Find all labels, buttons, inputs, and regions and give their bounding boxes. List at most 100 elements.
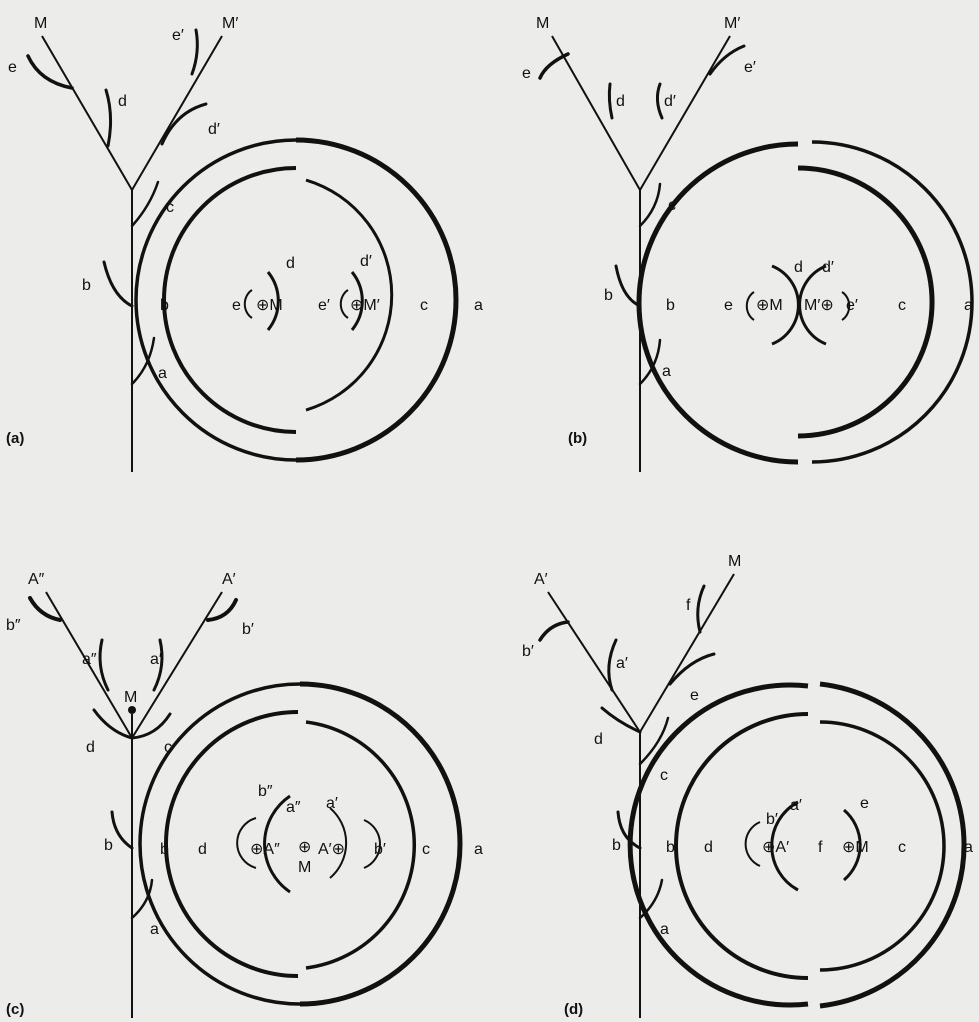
leaf-label: a′ bbox=[616, 655, 628, 672]
ring-label: e bbox=[724, 297, 733, 314]
leaf-b bbox=[112, 812, 132, 848]
leaf-e-prime-ring bbox=[341, 290, 348, 318]
ring-label: c bbox=[422, 841, 430, 858]
leaf-d bbox=[94, 710, 132, 738]
ring-label: c bbox=[898, 297, 906, 314]
ring-label: b′ bbox=[766, 811, 778, 828]
ring-label: d bbox=[704, 839, 713, 856]
axis-mark: ⊕M′ bbox=[350, 297, 380, 314]
leaf-label: d bbox=[616, 93, 625, 110]
ring-label: e bbox=[860, 795, 869, 812]
axis-mark: ⊕A′ bbox=[762, 839, 789, 856]
leaf-label: b bbox=[104, 837, 113, 854]
ring-label: d bbox=[794, 259, 803, 276]
apex-right-label: M′ bbox=[222, 15, 238, 32]
branch-left bbox=[42, 36, 132, 190]
leaf-label: a bbox=[662, 363, 671, 380]
node-label: M bbox=[124, 689, 137, 706]
leaf-label: d bbox=[118, 93, 127, 110]
ring-label: a bbox=[474, 841, 483, 858]
leaf-label: b′ bbox=[522, 643, 534, 660]
branching-tree: M A″ A′ b″ a″ a′ b′ d c b a bbox=[6, 571, 254, 1018]
sheath-a bbox=[812, 142, 972, 462]
sheath-c bbox=[306, 180, 392, 410]
leaf-b-prime-ring bbox=[746, 822, 760, 866]
leaf-e-prime bbox=[192, 30, 197, 74]
leaf-label: f bbox=[686, 597, 691, 614]
leaf-label: b bbox=[604, 287, 613, 304]
panel-a: (a) M M′ e d e′ d′ c b a bbox=[6, 15, 483, 472]
apex-right-label: M′ bbox=[724, 15, 740, 32]
leaf-label: e bbox=[522, 65, 531, 82]
leaf-c bbox=[640, 184, 660, 226]
axis-mark: M′⊕ bbox=[804, 297, 834, 314]
ring-label: d′ bbox=[822, 259, 834, 276]
panel-label: (d) bbox=[564, 1001, 583, 1018]
panel-label: (b) bbox=[568, 430, 587, 447]
panel-c: (c) M A″ A′ b″ a″ a′ b′ d c b a bbox=[6, 571, 483, 1018]
branching-tree: A′ M b′ a′ f e d c b a bbox=[522, 553, 741, 1018]
center-label: M bbox=[298, 859, 311, 876]
ring-label: b bbox=[160, 297, 169, 314]
leaf-label: a″ bbox=[82, 651, 97, 668]
axis-mark: ⊕M bbox=[256, 297, 283, 314]
apex-right-label: A′ bbox=[222, 571, 236, 588]
leaf-label: d′ bbox=[208, 121, 220, 138]
leaf-label: e bbox=[690, 687, 699, 704]
floral-diagram: b″ a″ a′ ⊕A″ ⊕ A′⊕ M b′ b d c a bbox=[140, 684, 483, 1004]
leaf-label: b bbox=[82, 277, 91, 294]
leaf-label: e′ bbox=[172, 27, 184, 44]
panel-label: (c) bbox=[6, 1001, 24, 1018]
leaf-c bbox=[132, 714, 170, 738]
leaf-label: b″ bbox=[6, 617, 21, 634]
panel-b: (b) M M′ e d d′ e′ c b a bbox=[522, 15, 973, 472]
leaf-label: a′ bbox=[150, 651, 162, 668]
leaf-e bbox=[28, 56, 72, 88]
sheath-c bbox=[820, 722, 944, 970]
leaf-d bbox=[609, 84, 612, 118]
ring-label: f bbox=[818, 839, 823, 856]
axis-mark: A′⊕ bbox=[318, 841, 345, 858]
floral-diagram: d d′ e ⊕M e′ ⊕M′ b c a bbox=[136, 140, 483, 460]
ring-label: d bbox=[286, 255, 295, 272]
floral-diagram: d d′ e ⊕M M′⊕ e′ b c a bbox=[639, 142, 973, 462]
ring-label: a bbox=[964, 297, 973, 314]
ring-label: a″ bbox=[286, 799, 301, 816]
axis-mark: ⊕M bbox=[842, 839, 869, 856]
ring-label: a bbox=[474, 297, 483, 314]
leaf-d-prime bbox=[657, 84, 662, 118]
node-dot bbox=[128, 706, 136, 714]
ring-label: b″ bbox=[258, 783, 273, 800]
ring-label: b bbox=[666, 297, 675, 314]
leaf-d bbox=[106, 90, 111, 146]
apex-left-label: A″ bbox=[28, 571, 45, 588]
leaf-label: a bbox=[660, 921, 669, 938]
ring-label: c bbox=[898, 839, 906, 856]
ring-label: e bbox=[232, 297, 241, 314]
leaf-a-double-prime bbox=[100, 640, 108, 690]
apex-left-label: M bbox=[536, 15, 549, 32]
floral-diagram: b′ a′ e ⊕A′ f ⊕M b d c a bbox=[630, 684, 973, 1006]
apex-right-label: M bbox=[728, 553, 741, 570]
leaf-c bbox=[132, 182, 158, 226]
ring-label: d bbox=[198, 841, 207, 858]
branch-right bbox=[132, 592, 222, 738]
ring-label: e′ bbox=[318, 297, 330, 314]
ring-label: a′ bbox=[326, 795, 338, 812]
panel-d: (d) A′ M b′ a′ f e d c b a bbox=[522, 553, 973, 1018]
leaf-b bbox=[104, 262, 132, 306]
leaf-a-prime bbox=[609, 640, 616, 690]
leaf-e bbox=[540, 54, 568, 78]
axis-mark: ⊕M bbox=[756, 297, 783, 314]
apex-left-label: M bbox=[34, 15, 47, 32]
leaf-label: a bbox=[158, 365, 167, 382]
leaf-label: b bbox=[612, 837, 621, 854]
leaf-d bbox=[602, 708, 640, 732]
branching-tree: M M′ e d d′ e′ c b a bbox=[522, 15, 756, 472]
leaf-e-ring bbox=[747, 292, 754, 320]
ring-label: a bbox=[964, 839, 973, 856]
ring-label: e′ bbox=[846, 297, 858, 314]
leaf-label: e′ bbox=[744, 59, 756, 76]
leaf-b-prime bbox=[208, 600, 236, 620]
